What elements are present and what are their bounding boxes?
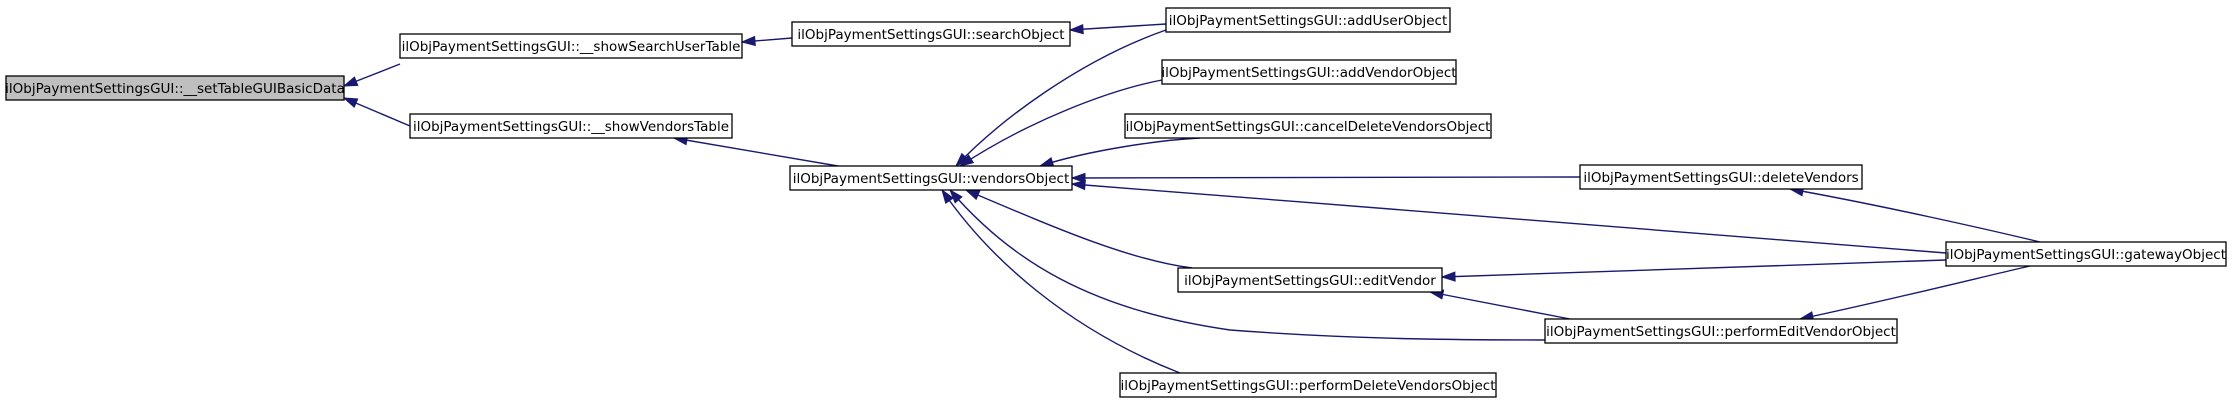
edge-performEditVendorObject-gatewayObject [1798,265,2031,322]
edge-arrowhead [342,97,359,109]
node-box[interactable] [409,113,733,139]
edge-vendorsObject-gatewayObject [1070,179,1947,254]
node-box[interactable] [1119,372,1497,398]
node-label: ilObjPaymentSettingsGUI::deleteVendors [1583,170,1858,186]
edge-arrowhead [342,76,359,87]
node-label: ilObjPaymentSettingsGUI::__showVendorsTa… [413,119,729,135]
node-label: ilObjPaymentSettingsGUI::performEditVend… [1546,324,1896,340]
node-editVendor[interactable]: ilObjPaymentSettingsGUI::editVendor [1177,267,1443,293]
node-label: ilObjPaymentSettingsGUI::addUserObject [1169,13,1448,29]
node-box[interactable] [1945,241,2227,267]
edge-line [1429,291,1571,320]
edge-deleteVendors-gatewayObject [1788,186,2041,243]
node-box[interactable] [399,33,743,59]
node-box[interactable] [1544,318,1898,344]
edge-vendorsObject-addVendorObject [958,79,1163,167]
edge-line [1441,259,1947,278]
edge-line [673,137,839,167]
edge-line [965,189,1193,269]
node-label: ilObjPaymentSettingsGUI::performDeleteVe… [1120,378,1495,394]
edge-arrowhead [1070,179,1086,191]
edge-arrowhead [1038,157,1055,167]
edge-line [1071,176,1581,179]
node-box[interactable] [789,165,1073,191]
edge-vendorsObject-performEditVendorObject [948,188,1546,341]
edge-vendorsObject-cancelDeleteVendorsObject [1038,137,1201,167]
node-cancelDeleteVendorsObject[interactable]: ilObjPaymentSettingsGUI::cancelDeleteVen… [1124,113,1492,139]
edge-arrowhead [941,188,954,205]
node-label: ilObjPaymentSettingsGUI::editVendor [1184,273,1436,289]
edge-line [1069,23,1167,31]
edge-arrowhead [740,35,756,47]
node-box[interactable] [1165,7,1451,33]
edge-line [949,189,1546,341]
node-box[interactable] [1177,267,1443,293]
node-label: ilObjPaymentSettingsGUI::searchObject [797,27,1064,43]
edge-arrowhead [1440,271,1456,282]
node-showSearchUserTable[interactable]: ilObjPaymentSettingsGUI::__showSearchUse… [399,33,743,59]
edge-line [1039,137,1201,167]
edges-layer [342,23,2041,374]
edge-arrowhead [948,188,963,204]
edge-vendorsObject-editVendor [964,189,1193,269]
node-deleteVendors[interactable]: ilObjPaymentSettingsGUI::deleteVendors [1579,164,1863,190]
edge-editVendor-gatewayObject [1440,259,1947,282]
edge-vendorsObject-performDeleteVendorsObject [941,188,1181,374]
node-performEditVendorObject[interactable]: ilObjPaymentSettingsGUI::performEditVend… [1544,318,1898,344]
node-box[interactable] [1161,59,1457,85]
node-vendorsObject[interactable]: ilObjPaymentSettingsGUI::vendorsObject [789,165,1073,191]
edge-line [1789,188,2041,243]
node-label: ilObjPaymentSettingsGUI::__setTableGUIBa… [5,81,345,97]
node-box[interactable] [1124,113,1492,139]
edge-setTableGUIBasicData-showSearchUserTable [342,63,401,87]
edge-showVendorsTable-vendorsObject [672,135,839,167]
node-box[interactable] [5,75,345,101]
node-showVendorsTable[interactable]: ilObjPaymentSettingsGUI::__showVendorsTa… [409,113,733,139]
edge-setTableGUIBasicData-showVendorsTable [342,97,411,127]
node-box[interactable] [791,21,1071,47]
node-label: ilObjPaymentSettingsGUI::__showSearchUse… [402,39,741,55]
edge-editVendor-performEditVendorObject [1428,289,1571,320]
nodes-layer: ilObjPaymentSettingsGUI::__setTableGUIBa… [5,7,2227,398]
edge-line [955,29,1167,167]
node-box[interactable] [1579,164,1863,190]
node-addVendorObject[interactable]: ilObjPaymentSettingsGUI::addVendorObject [1161,59,1457,85]
edge-line [959,79,1163,167]
edge-line [941,189,1181,374]
node-label: ilObjPaymentSettingsGUI::gatewayObject [1946,247,2226,263]
edge-arrowhead [964,189,981,201]
edge-arrowhead [1068,23,1084,35]
edge-searchObject-addUserObject [1068,23,1167,35]
edge-showSearchUserTable-searchObject [740,35,793,47]
node-label: ilObjPaymentSettingsGUI::vendorsObject [793,171,1070,187]
edge-vendorsObject-deleteVendors [1070,172,1581,184]
node-addUserObject[interactable]: ilObjPaymentSettingsGUI::addUserObject [1165,7,1451,33]
edge-line [1071,183,1947,254]
node-label: ilObjPaymentSettingsGUI::cancelDeleteVen… [1126,119,1491,135]
node-searchObject[interactable]: ilObjPaymentSettingsGUI::searchObject [791,21,1071,47]
node-label: ilObjPaymentSettingsGUI::addVendorObject [1161,65,1456,81]
node-gatewayObject[interactable]: ilObjPaymentSettingsGUI::gatewayObject [1945,241,2227,267]
node-performDeleteVendorsObject[interactable]: ilObjPaymentSettingsGUI::performDeleteVe… [1119,372,1497,398]
edge-line [1799,265,2031,320]
node-setTableGUIBasicData[interactable]: ilObjPaymentSettingsGUI::__setTableGUIBa… [5,75,345,101]
edge-arrowhead [958,154,975,167]
edge-arrowhead [1070,172,1086,184]
